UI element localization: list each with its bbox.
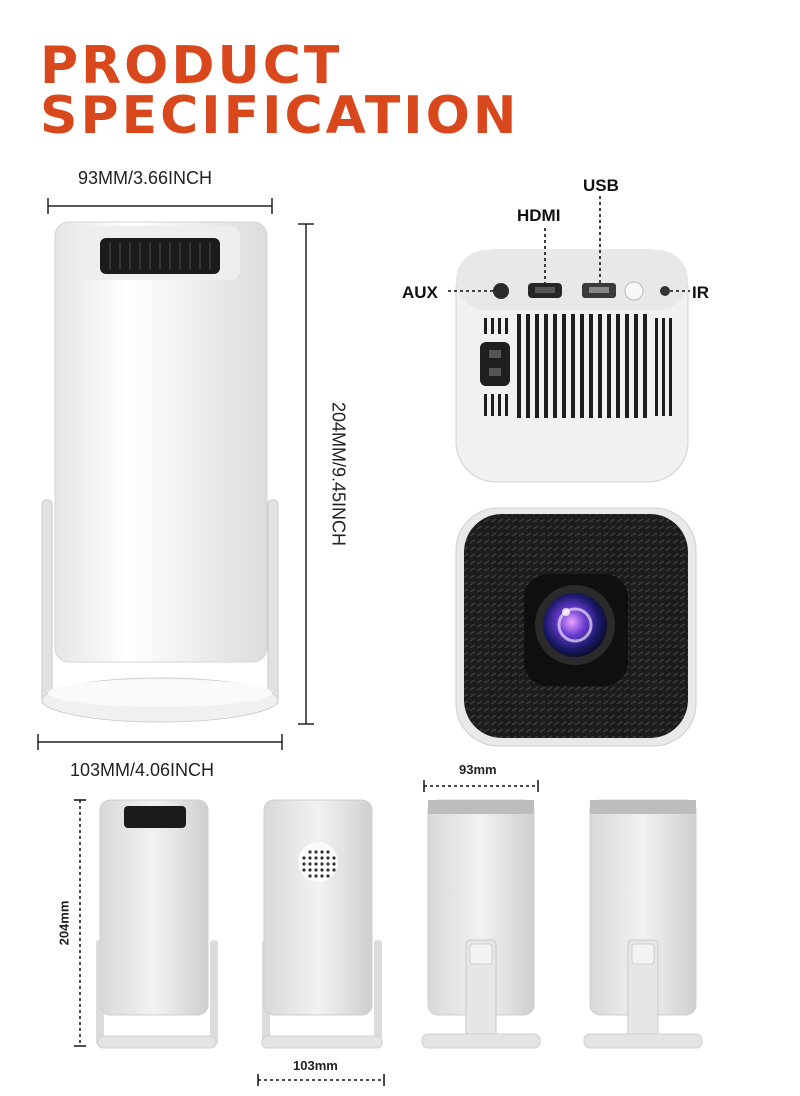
rear-panel-view: [448, 196, 690, 483]
bottom-view-front: [96, 799, 218, 1049]
bottom-height-label: 204mm: [56, 900, 72, 946]
main-projector-view: [41, 221, 279, 723]
speaker-grille-icon: [298, 842, 338, 882]
bottom-dimension-lines: [79, 785, 538, 1081]
bottom-view-back-alt: [583, 799, 703, 1049]
power-socket-icon: [480, 342, 510, 386]
bottom-width-label: 93mm: [459, 762, 497, 777]
bottom-view-back: [421, 799, 541, 1049]
base-dimension-label: 103MM/4.06INCH: [70, 760, 215, 780]
width-dimension-label: 93MM/3.66INCH: [78, 168, 213, 188]
page-title-line-2: SPECIFICATION: [40, 86, 520, 146]
vent-grille-icon: [484, 314, 672, 418]
ir-sensor-icon: [660, 286, 670, 296]
power-button-icon: [624, 281, 644, 301]
main-dimension-lines: [37, 198, 314, 750]
aux-port-icon: [493, 283, 509, 299]
height-dimension-label: 204MM/9.45INCH: [328, 401, 349, 547]
page-title-line-1: PRODUCT: [40, 36, 343, 96]
aux-port-label: AUX: [402, 283, 438, 302]
lens-icon: [543, 593, 607, 657]
ir-port-label: IR: [692, 283, 709, 302]
usb-port-label: USB: [583, 176, 619, 195]
bottom-view-side: [261, 799, 383, 1049]
bottom-base-label: 103mm: [293, 1058, 338, 1073]
front-lens-view: [455, 507, 697, 747]
hdmi-port-label: HDMI: [517, 206, 561, 225]
